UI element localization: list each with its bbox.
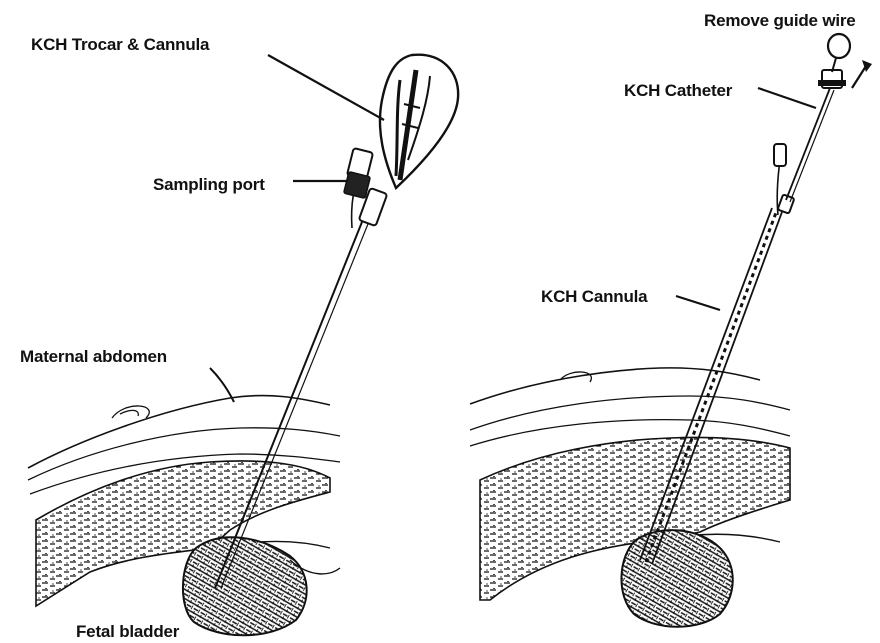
label-kch-catheter: KCH Catheter	[624, 81, 733, 100]
trocar-leader-line	[268, 55, 384, 120]
trocar-handle	[380, 55, 458, 188]
sampling-port	[344, 148, 388, 226]
guide-wire-loop	[828, 34, 850, 58]
label-sampling-port: Sampling port	[153, 175, 265, 194]
catheter-leader-line	[758, 88, 816, 108]
left-panel	[28, 55, 458, 636]
trocar-shaft	[215, 212, 366, 588]
right-panel	[470, 34, 872, 627]
label-kch-trocar-cannula: KCH Trocar & Cannula	[31, 35, 210, 54]
label-fetal-bladder: Fetal bladder	[76, 622, 180, 641]
abdomen-leader-line	[210, 368, 234, 402]
catheter-hub	[818, 70, 846, 88]
abdomen-fold-mark	[112, 406, 149, 418]
label-kch-cannula: KCH Cannula	[541, 287, 648, 306]
right-port-cap	[774, 144, 786, 166]
fetal-bladder-shape	[183, 537, 307, 635]
right-fetal-bladder-shape	[621, 530, 732, 627]
cannula-leader-line	[676, 296, 720, 310]
label-maternal-abdomen: Maternal abdomen	[20, 347, 167, 366]
up-arrow-icon	[852, 60, 872, 88]
label-remove-guide-wire: Remove guide wire	[704, 11, 856, 30]
trocar-shaft-edge	[221, 214, 372, 588]
